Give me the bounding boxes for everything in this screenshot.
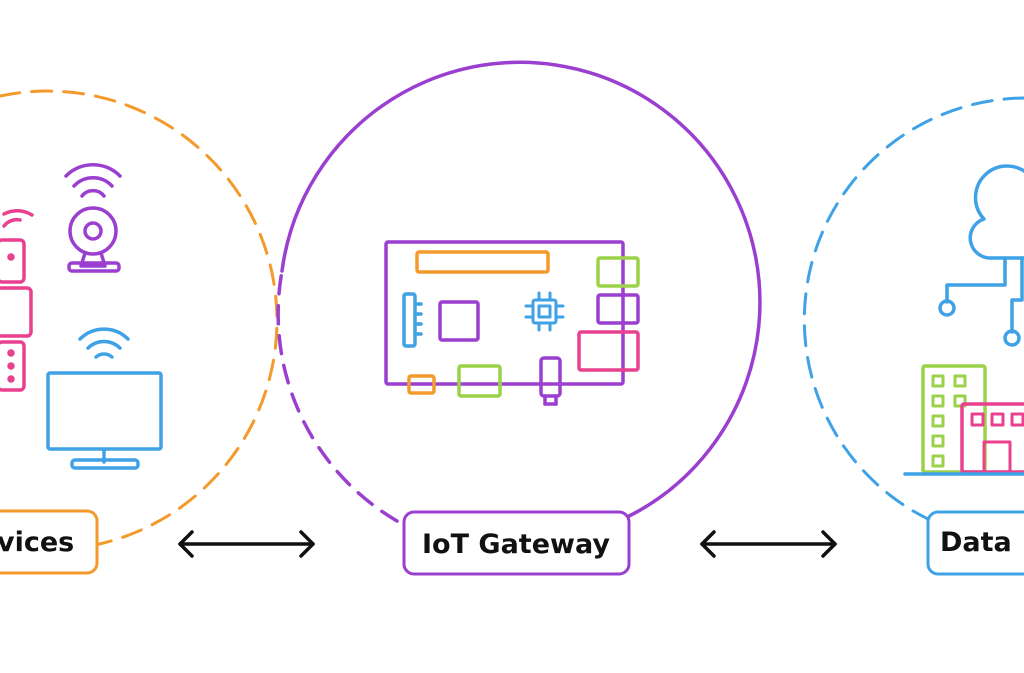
microchip-icon (524, 291, 565, 332)
circuit-board-icon (384, 240, 640, 406)
data-group: Data (802, 96, 1024, 576)
port-icon (402, 292, 423, 348)
gateway-data-arrow (700, 530, 837, 558)
devices-gateway-arrow (178, 530, 315, 558)
gateway-circle-dashed (276, 269, 399, 523)
data-label: Data (940, 527, 1012, 558)
devices-label-box: vices (0, 509, 99, 575)
gateway-group: IoT Gateway (276, 60, 762, 576)
buildings-icon (903, 364, 1024, 476)
devices-label: vices (0, 527, 74, 558)
devices-dashed-circle (0, 89, 279, 547)
smartwatch-icon (0, 209, 34, 392)
data-dashed-circle (802, 96, 1024, 522)
cloud-network-icon (938, 164, 1024, 347)
gateway-label-box: IoT Gateway (402, 510, 631, 576)
data-label-box: Data (926, 510, 1024, 576)
gateway-circle-solid (280, 60, 762, 522)
wifi-icon (78, 327, 130, 359)
wireless-camera-icon (64, 162, 122, 273)
smart-tv-icon (46, 327, 163, 470)
gateway-label: IoT Gateway (422, 529, 610, 560)
devices-group: vices (0, 89, 279, 575)
usb-connector-icon (539, 356, 562, 406)
